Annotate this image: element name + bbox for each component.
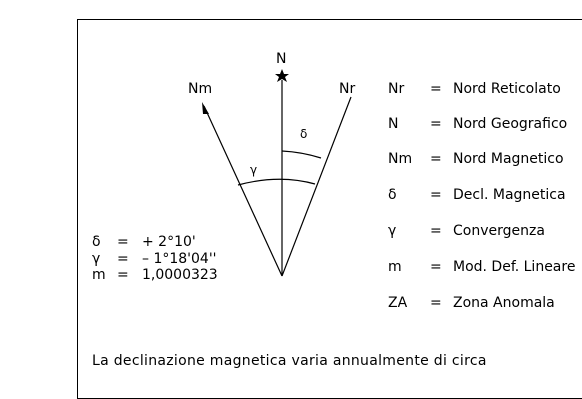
legend-text: Mod. Def. Lineare xyxy=(453,259,576,275)
legend-text: Decl. Magnetica xyxy=(453,187,566,203)
value-symbol: δ xyxy=(92,234,101,250)
legend-abbr: m xyxy=(388,259,402,275)
value-symbol: m xyxy=(92,267,106,283)
legend-equals: = xyxy=(430,187,442,203)
legend-abbr: Nr xyxy=(388,81,405,97)
legend-abbr: γ xyxy=(388,223,397,239)
legend-equals: = xyxy=(430,151,442,167)
value-text: – 1°18'04'' xyxy=(142,251,217,267)
north-label: N xyxy=(276,51,287,67)
value-text: 1,0000323 xyxy=(142,267,218,283)
legend-text: Nord Reticolato xyxy=(453,81,561,97)
legend-text: Convergenza xyxy=(453,223,545,239)
legend-abbr: Nm xyxy=(388,151,413,167)
legend-equals: = xyxy=(430,259,442,275)
magnetic-north-label: Nm xyxy=(188,81,213,97)
magnetic-north-line xyxy=(203,105,283,277)
value-symbol: γ xyxy=(92,251,101,267)
north-diagram xyxy=(202,69,352,277)
legend-equals: = xyxy=(430,295,442,311)
footer-note: La declinazione magnetica varia annualme… xyxy=(92,353,487,369)
legend-equals: = xyxy=(430,223,442,239)
grid-north-line xyxy=(281,96,352,277)
grid-north-label: Nr xyxy=(339,81,356,97)
legend-abbr: ZA xyxy=(388,295,408,311)
delta-angle-label: δ xyxy=(300,127,308,141)
value-equals: = xyxy=(117,234,129,250)
value-equals: = xyxy=(117,251,129,267)
value-text: + 2°10' xyxy=(142,234,196,250)
legend-text: Nord Geografico xyxy=(453,116,568,132)
legend-equals: = xyxy=(430,81,442,97)
legend-text: Nord Magnetico xyxy=(453,151,564,167)
gamma-angle-label: γ xyxy=(250,163,258,177)
legend-equals: = xyxy=(430,116,442,132)
value-equals: = xyxy=(117,267,129,283)
convergence-arc xyxy=(237,178,316,186)
north-star-icon xyxy=(275,69,289,82)
legend-abbr: δ xyxy=(388,187,397,203)
magnetic-arrow-icon xyxy=(202,102,209,114)
legend-text: Zona Anomala xyxy=(453,295,555,311)
legend-abbr: N xyxy=(388,116,399,132)
declination-arc xyxy=(281,150,322,159)
